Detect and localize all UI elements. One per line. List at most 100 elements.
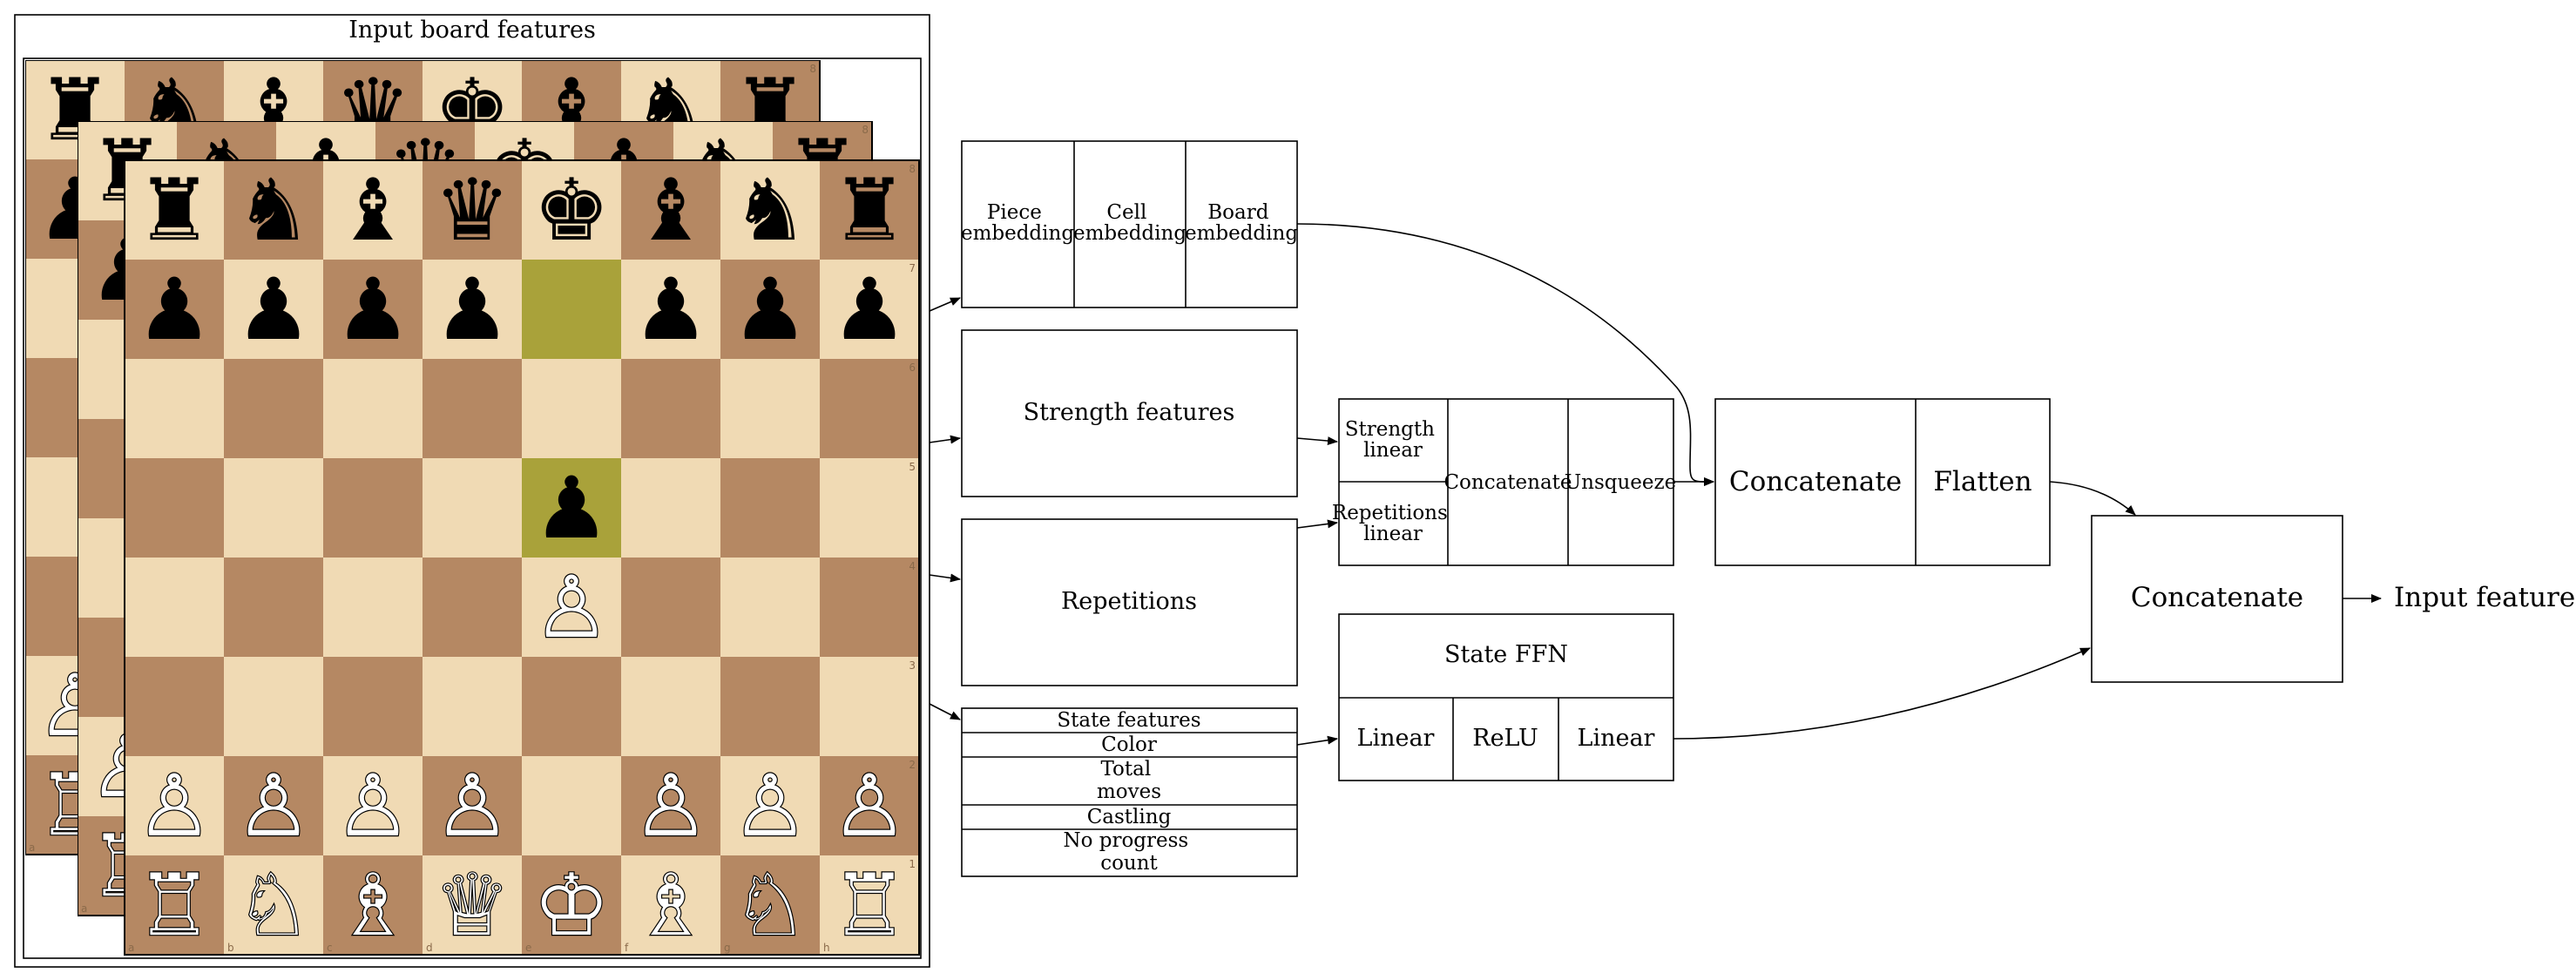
front-board-piece: ♔ bbox=[533, 856, 610, 956]
edge-board-to-strength bbox=[929, 435, 961, 444]
front-board-square bbox=[820, 359, 919, 458]
front-board-square bbox=[125, 359, 224, 458]
front-board-square bbox=[224, 458, 323, 558]
concat-flatten-node: Concatenate Flatten bbox=[1714, 398, 2051, 566]
front-board-square bbox=[224, 558, 323, 657]
front-board-square bbox=[323, 359, 423, 458]
front-board-piece: ♙ bbox=[434, 757, 510, 856]
front-board-file-label: c bbox=[327, 942, 333, 954]
front-board-square bbox=[522, 458, 621, 558]
front-board-piece: ♝ bbox=[632, 161, 709, 260]
front-board-square bbox=[224, 855, 323, 955]
front-board-piece: ♙ bbox=[235, 757, 312, 856]
edge-board-to-embeddings bbox=[929, 297, 961, 312]
repetitions-label: Repetitions bbox=[1061, 588, 1197, 615]
edge-board-to-repetitions bbox=[929, 573, 961, 583]
front-board-piece: ♗ bbox=[632, 856, 709, 956]
front-board-square bbox=[720, 359, 820, 458]
front-board-square bbox=[621, 657, 720, 756]
front-board-piece: ♗ bbox=[335, 856, 411, 956]
front-board-file-label: g bbox=[724, 942, 731, 954]
mid-concatenate-label: Concatenate bbox=[1444, 471, 1572, 494]
front-board-piece: ♛ bbox=[434, 161, 510, 260]
front-board-square bbox=[125, 260, 224, 359]
front-board-square bbox=[125, 558, 224, 657]
front-board-square bbox=[820, 558, 919, 657]
front-board-piece: ♟ bbox=[434, 260, 510, 360]
front-board-square bbox=[125, 756, 224, 855]
front-board-square bbox=[423, 359, 522, 458]
concatenate-label: Concatenate bbox=[1729, 466, 1902, 497]
front-board-rank-label: 4 bbox=[909, 560, 916, 572]
state-features-node: State features Color Total moves Castlin… bbox=[961, 707, 1298, 877]
front-board-square bbox=[720, 260, 820, 359]
edge-repetitions-to-linear bbox=[1296, 519, 1338, 529]
front-board-file-label: f bbox=[625, 942, 629, 954]
front-board-piece: ♟ bbox=[136, 260, 213, 360]
middle-board-rank-label: 8 bbox=[862, 124, 869, 136]
edge-ffn-to-final bbox=[1673, 647, 2091, 740]
front-board-rank-label: 2 bbox=[909, 759, 916, 771]
front-board-piece: ♖ bbox=[831, 856, 908, 956]
front-board-piece: ♞ bbox=[235, 161, 312, 260]
castling-feature: Castling bbox=[1087, 806, 1172, 828]
front-board-piece: ♟ bbox=[732, 260, 808, 360]
front-board-file-label: a bbox=[128, 942, 134, 954]
front-board-piece: ♚ bbox=[533, 161, 610, 260]
front-board-square bbox=[423, 855, 522, 955]
final-concatenate-label: Concatenate bbox=[2131, 582, 2303, 613]
flatten-label: Flatten bbox=[1933, 466, 2032, 497]
front-board-rank-label: 5 bbox=[909, 461, 916, 473]
edge-strength-to-linear bbox=[1296, 436, 1338, 446]
front-board-square bbox=[224, 260, 323, 359]
front-board-square bbox=[423, 160, 522, 260]
front-board-square bbox=[423, 260, 522, 359]
front-board-piece: ♟ bbox=[235, 260, 312, 360]
front-board-piece: ♘ bbox=[732, 856, 808, 956]
front-board-square bbox=[621, 260, 720, 359]
front-board-square bbox=[423, 458, 522, 558]
front-board-piece: ♙ bbox=[335, 757, 411, 856]
front-board-file-label: e bbox=[525, 942, 531, 954]
front-board-rank-label: 6 bbox=[909, 362, 916, 374]
cell-embedding-label: Cell embedding bbox=[1073, 201, 1187, 245]
front-board-piece: ♜ bbox=[831, 161, 908, 260]
state-ffn-linear-1: Linear bbox=[1357, 725, 1435, 752]
front-board-piece: ♟ bbox=[533, 459, 610, 558]
edge-flatten-to-final bbox=[2049, 481, 2136, 516]
front-board-square bbox=[720, 458, 820, 558]
front-board-square bbox=[522, 657, 621, 756]
front-board-square bbox=[125, 160, 224, 260]
input-features-output-label: Input features bbox=[2394, 582, 2576, 613]
front-board-square bbox=[720, 558, 820, 657]
front-board-piece: ♜ bbox=[136, 161, 213, 260]
front-board-square bbox=[125, 458, 224, 558]
edge-state-features-to-ffn bbox=[1296, 735, 1338, 746]
front-board-square bbox=[720, 756, 820, 855]
strength-repetitions-block: Strength linear Repetitions linear Conca… bbox=[1332, 398, 1677, 566]
front-board-square bbox=[621, 458, 720, 558]
front-board-square bbox=[720, 855, 820, 955]
front-board-piece: ♙ bbox=[136, 757, 213, 856]
piece-embedding-label: Piece embedding bbox=[961, 201, 1074, 245]
front-board-square bbox=[522, 558, 621, 657]
front-board-square bbox=[820, 756, 919, 855]
front-board-file-label: b bbox=[227, 942, 234, 954]
state-ffn-linear-2: Linear bbox=[1578, 725, 1655, 752]
front-board-square bbox=[423, 558, 522, 657]
unsqueeze-label: Unsqueeze bbox=[1565, 471, 1677, 494]
front-board-square bbox=[621, 756, 720, 855]
front-board-piece: ♙ bbox=[533, 558, 610, 658]
front-board-square bbox=[522, 756, 621, 855]
front-board-square bbox=[323, 756, 423, 855]
front-board-rank-label: 7 bbox=[909, 262, 916, 274]
final-concatenate-node: Concatenate bbox=[2091, 515, 2343, 683]
state-features-header: State features bbox=[1057, 709, 1200, 732]
embeddings-node: Piece embedding Cell embedding Board emb… bbox=[961, 140, 1298, 308]
front-board-square bbox=[621, 160, 720, 260]
front-board-file-label: d bbox=[426, 942, 433, 954]
front-board-square bbox=[323, 160, 423, 260]
front-board-piece: ♙ bbox=[632, 757, 709, 856]
front-board-piece: ♖ bbox=[136, 856, 213, 956]
